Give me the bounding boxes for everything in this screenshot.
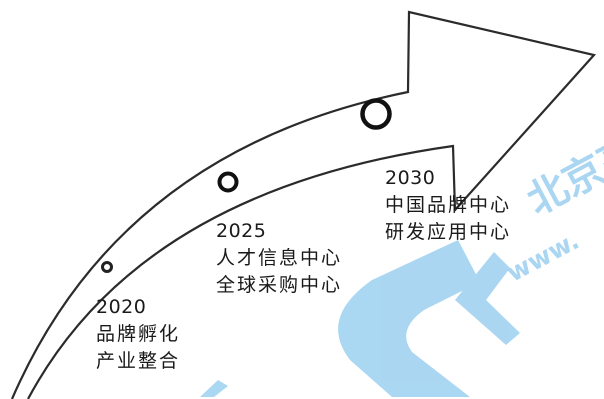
milestone-marker-2025	[217, 171, 239, 193]
milestone-line: 品牌孵化	[96, 323, 181, 345]
milestone-line: 研发应用中心	[385, 221, 512, 243]
milestone-line: 中国品牌中心	[385, 194, 512, 216]
milestone-2020: 2020 品牌孵化 产业整合	[96, 294, 180, 375]
milestone-2025: 2025 人才信息中心 全球采购中心	[216, 218, 342, 299]
gk-logo-icon	[200, 240, 520, 397]
milestone-line: 人才信息中心	[216, 247, 343, 269]
milestone-line: 产业整合	[96, 350, 181, 372]
growth-arrow	[10, 10, 597, 399]
milestone-marker-2030	[360, 98, 392, 130]
milestone-2030: 2030 中国品牌中心 研发应用中心	[385, 165, 511, 246]
milestone-year: 2020	[96, 296, 147, 318]
milestone-marker-2020	[101, 261, 113, 273]
milestone-line: 全球采购中心	[216, 274, 343, 296]
milestone-year: 2025	[216, 220, 267, 242]
milestone-year: 2030	[385, 167, 436, 189]
